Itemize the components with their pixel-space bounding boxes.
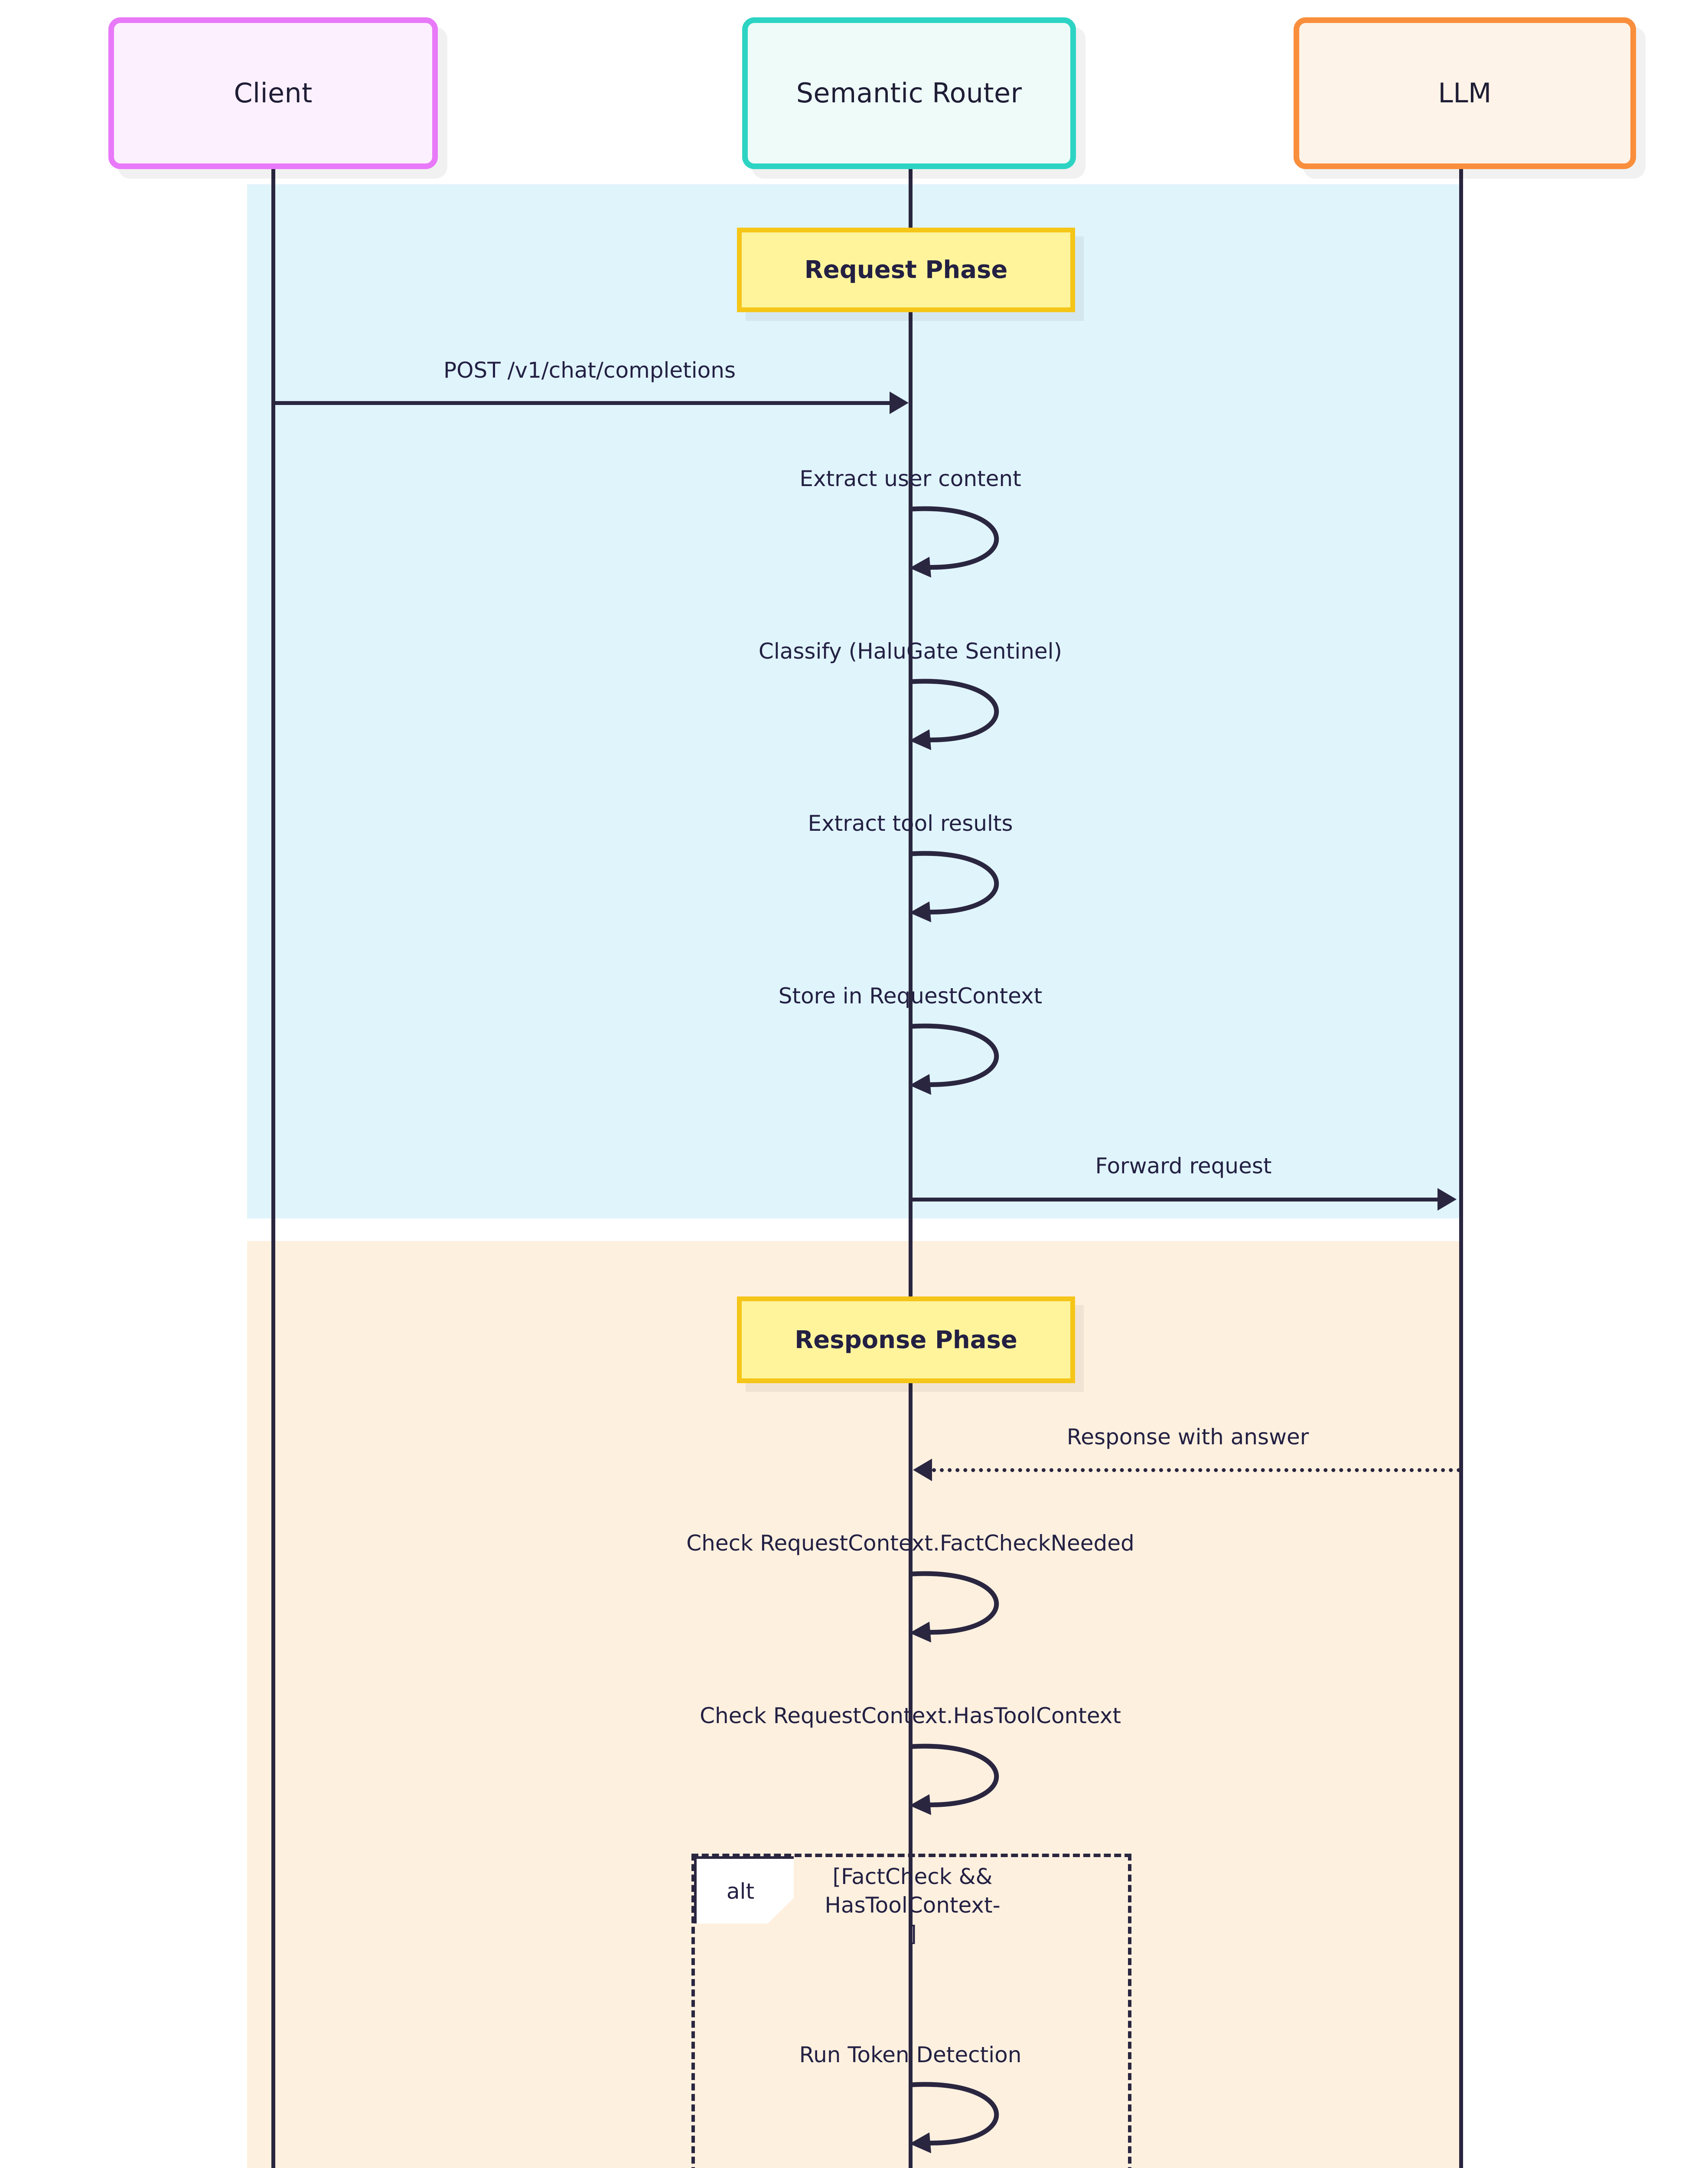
participant-label: Client (234, 77, 313, 109)
self-loop-m2 (909, 506, 1039, 580)
participant-label: LLM (1438, 77, 1492, 109)
arrow-head-m7 (913, 1459, 932, 1481)
message-line-m7 (932, 1468, 1461, 1472)
note-response-phase: Response Phase (737, 1296, 1075, 1383)
self-loop-m9 (909, 1744, 1039, 1818)
arrow-head-m6 (1437, 1188, 1457, 1211)
message-label-m1: POST /v1/chat/completions (443, 358, 736, 383)
message-line-m1 (273, 401, 893, 405)
arrow-head-m1 (890, 392, 909, 414)
participant-llm-top[interactable]: LLM (1294, 17, 1636, 169)
alt-tag-label: alt (726, 1878, 755, 1904)
note-label: Request Phase (804, 256, 1008, 284)
alt-branch-1-condition: [FactCheck && HasToolContext- ] (825, 1864, 1001, 1946)
lifeline-router (909, 169, 913, 2168)
message-label-m2: Extract user content (799, 466, 1021, 491)
participant-router-top[interactable]: Semantic Router (742, 17, 1076, 169)
lifeline-client (271, 169, 275, 2168)
self-loop-m8 (909, 1571, 1039, 1645)
request-phase-band (247, 184, 1461, 1218)
message-label-m5: Store in RequestContext (778, 983, 1043, 1009)
response-phase-band (247, 1241, 1461, 2168)
self-loop-m10 (909, 2082, 1039, 2156)
message-label-m4: Extract tool results (808, 811, 1013, 836)
participant-label: Semantic Router (796, 77, 1022, 109)
note-label: Response Phase (795, 1326, 1017, 1354)
message-label-m3: Classify (HaluGate Sentinel) (758, 639, 1063, 664)
message-label-m7: Response with answer (1066, 1424, 1309, 1450)
message-label-m6: Forward request (1095, 1153, 1272, 1179)
participant-client-top[interactable]: Client (108, 17, 438, 169)
lifeline-llm (1459, 169, 1463, 2168)
message-label-m8: Check RequestContext.FactCheckNeeded (686, 1531, 1134, 1556)
message-label-m10: Run Token Detection (799, 2042, 1022, 2067)
alt-block (691, 1854, 1131, 2168)
self-loop-m4 (909, 851, 1039, 925)
self-loop-m5 (909, 1023, 1039, 1097)
note-request-phase: Request Phase (737, 228, 1075, 312)
self-loop-m3 (909, 679, 1039, 753)
message-line-m6 (910, 1198, 1439, 1202)
alt-block-tag: alt (694, 1856, 794, 1923)
message-label-m9: Check RequestContext.HasToolContext (700, 1703, 1121, 1728)
